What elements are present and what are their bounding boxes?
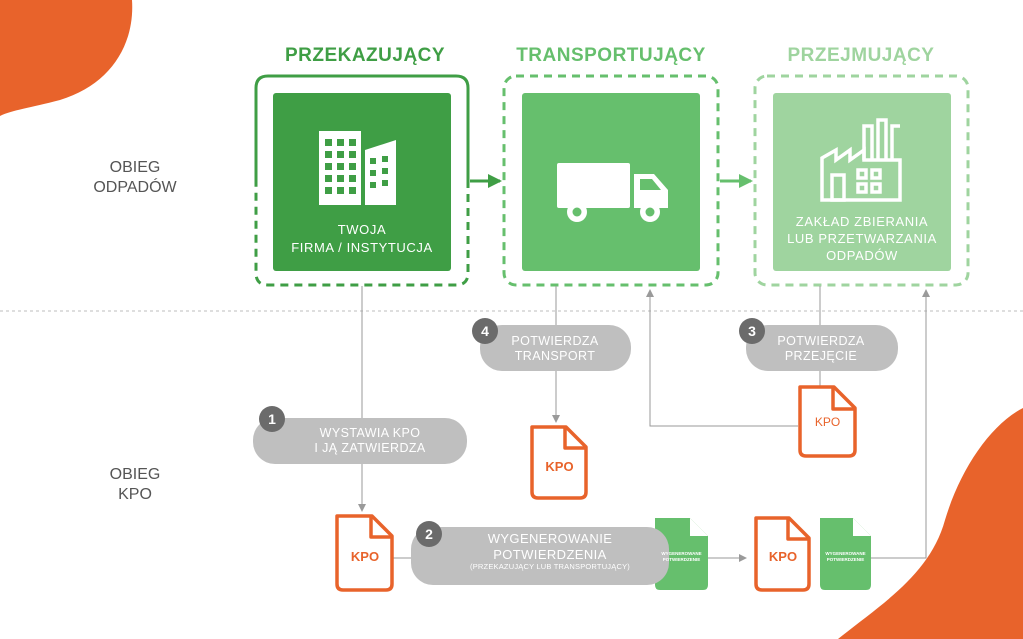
factory-icon — [820, 118, 902, 202]
step-3-pill — [746, 325, 898, 371]
kpo-label: KPO — [545, 459, 574, 474]
step-2-text: WYGENEROWANIE POTWIERDZENIA (PRZEKAZUJĄC… — [470, 531, 630, 572]
step-2-badge: 2 — [416, 521, 442, 547]
confirmation-document-icon — [820, 518, 871, 590]
confirmation-document-icon — [655, 518, 708, 590]
step-4-badge: 4 — [472, 318, 498, 344]
step-1-pill — [253, 418, 467, 464]
przekazujacy-box-label: TWOJA FIRMA / INSTYTUCJA — [291, 222, 433, 255]
przejmujacy-box — [773, 93, 951, 271]
step-3-text: POTWIERDZA PRZEJĘCIE — [777, 334, 865, 363]
step-4-text: POTWIERDZA TRANSPORT — [511, 334, 599, 363]
step-2-pill — [411, 527, 669, 585]
transportujacy-frame — [502, 74, 720, 287]
flow-line-confirmation-to-przejmujacy — [870, 289, 930, 559]
orange-blob-top-left — [0, 0, 133, 116]
kpo-document-icon — [530, 425, 588, 500]
przekazujacy-frame — [254, 74, 470, 287]
side-label-obieg-kpo: OBIEG KPO — [109, 466, 161, 503]
column-title-przejmujacy: PRZEJMUJĄCY — [787, 45, 935, 66]
kpo-document-icon — [798, 385, 857, 458]
przejmujacy-frame — [753, 74, 970, 287]
kpo-label: KPO — [768, 549, 798, 564]
step-1-text: WYSTAWIA KPO I JĄ ZATWIERDZA — [314, 426, 426, 455]
step-4-pill — [480, 325, 631, 371]
kpo-document-icon — [335, 514, 394, 592]
confirmation-label: WYGENEROWANE POTWIERDZENIE — [661, 551, 702, 562]
truck-icon — [557, 163, 668, 222]
przekazujacy-box — [273, 93, 451, 271]
kpo-label: KPO — [350, 549, 380, 564]
przejmujacy-box-label: ZAKŁAD ZBIERANIA LUB PRZETWARZANIA ODPAD… — [787, 214, 937, 263]
flow-line-kpo-to-transport — [646, 289, 798, 427]
step-1-badge: 1 — [259, 406, 285, 432]
column-title-transportujacy: TRANSPORTUJĄCY — [516, 45, 706, 66]
side-label-obieg-odpadow: OBIEG ODPADÓW — [93, 159, 177, 196]
kpo-document-icon — [754, 516, 811, 592]
kpo-label: KPO — [814, 415, 841, 429]
step-3-badge: 3 — [739, 318, 765, 344]
office-building-icon — [319, 131, 396, 205]
column-title-przekazujacy: PRZEKAZUJĄCY — [284, 45, 446, 66]
confirmation-label: WYGENEROWANE POTWIERDZENIE — [825, 551, 866, 562]
orange-blob-bottom-right — [838, 408, 1023, 639]
